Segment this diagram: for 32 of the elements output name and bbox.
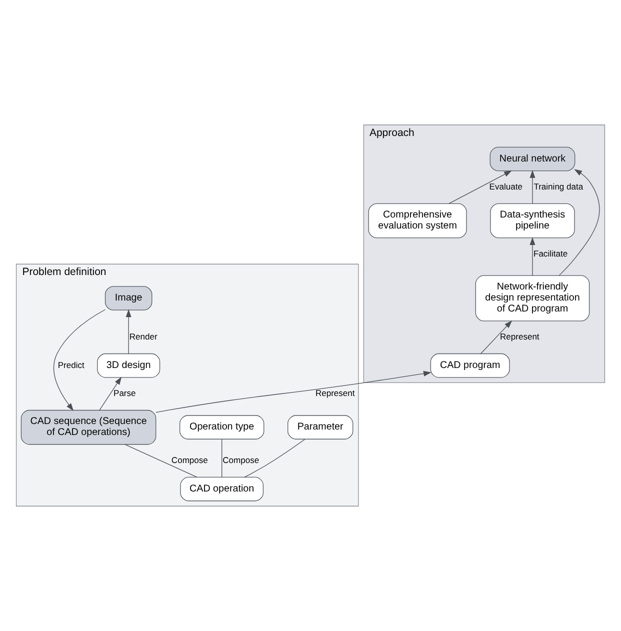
arrow	[448, 170, 512, 204]
edge-label: Training data	[534, 182, 584, 192]
edge-label: Compose	[222, 455, 260, 466]
connector	[124, 444, 198, 478]
node-box: Parameter	[288, 415, 354, 440]
node-box: Comprehensive evaluation system	[368, 203, 467, 238]
arrow	[530, 237, 536, 276]
arrow	[530, 170, 536, 204]
edge-label: Compose	[171, 455, 208, 466]
edge-label: Predict	[58, 360, 84, 370]
edge-label: Parse	[114, 388, 136, 398]
node-box: Neural network	[490, 146, 576, 172]
edge-label: Represent	[500, 332, 540, 342]
node-box: Data-synthesis pipeline	[490, 203, 575, 238]
arrow	[480, 320, 512, 354]
arrow	[558, 169, 600, 276]
node-box: CAD operation	[180, 476, 264, 502]
arrow	[156, 370, 432, 413]
node-box: CAD sequence (Sequence of CAD operations)	[20, 410, 156, 445]
arrow	[126, 309, 132, 354]
edge-label: Represent	[315, 388, 355, 398]
node-box: CAD program	[430, 353, 510, 378]
edge-label: Render	[129, 332, 158, 342]
edge-label: Facilitate	[534, 248, 568, 258]
node-box: Network-friendly design representation of CAD program	[475, 275, 590, 322]
connector	[244, 438, 306, 478]
edge-label: Evaluate	[489, 182, 522, 192]
arrow	[99, 376, 122, 410]
node-box: Operation type	[179, 415, 264, 440]
node-box: Image	[104, 286, 152, 310]
arrow	[54, 309, 106, 412]
node-box: 3D design	[97, 353, 160, 378]
